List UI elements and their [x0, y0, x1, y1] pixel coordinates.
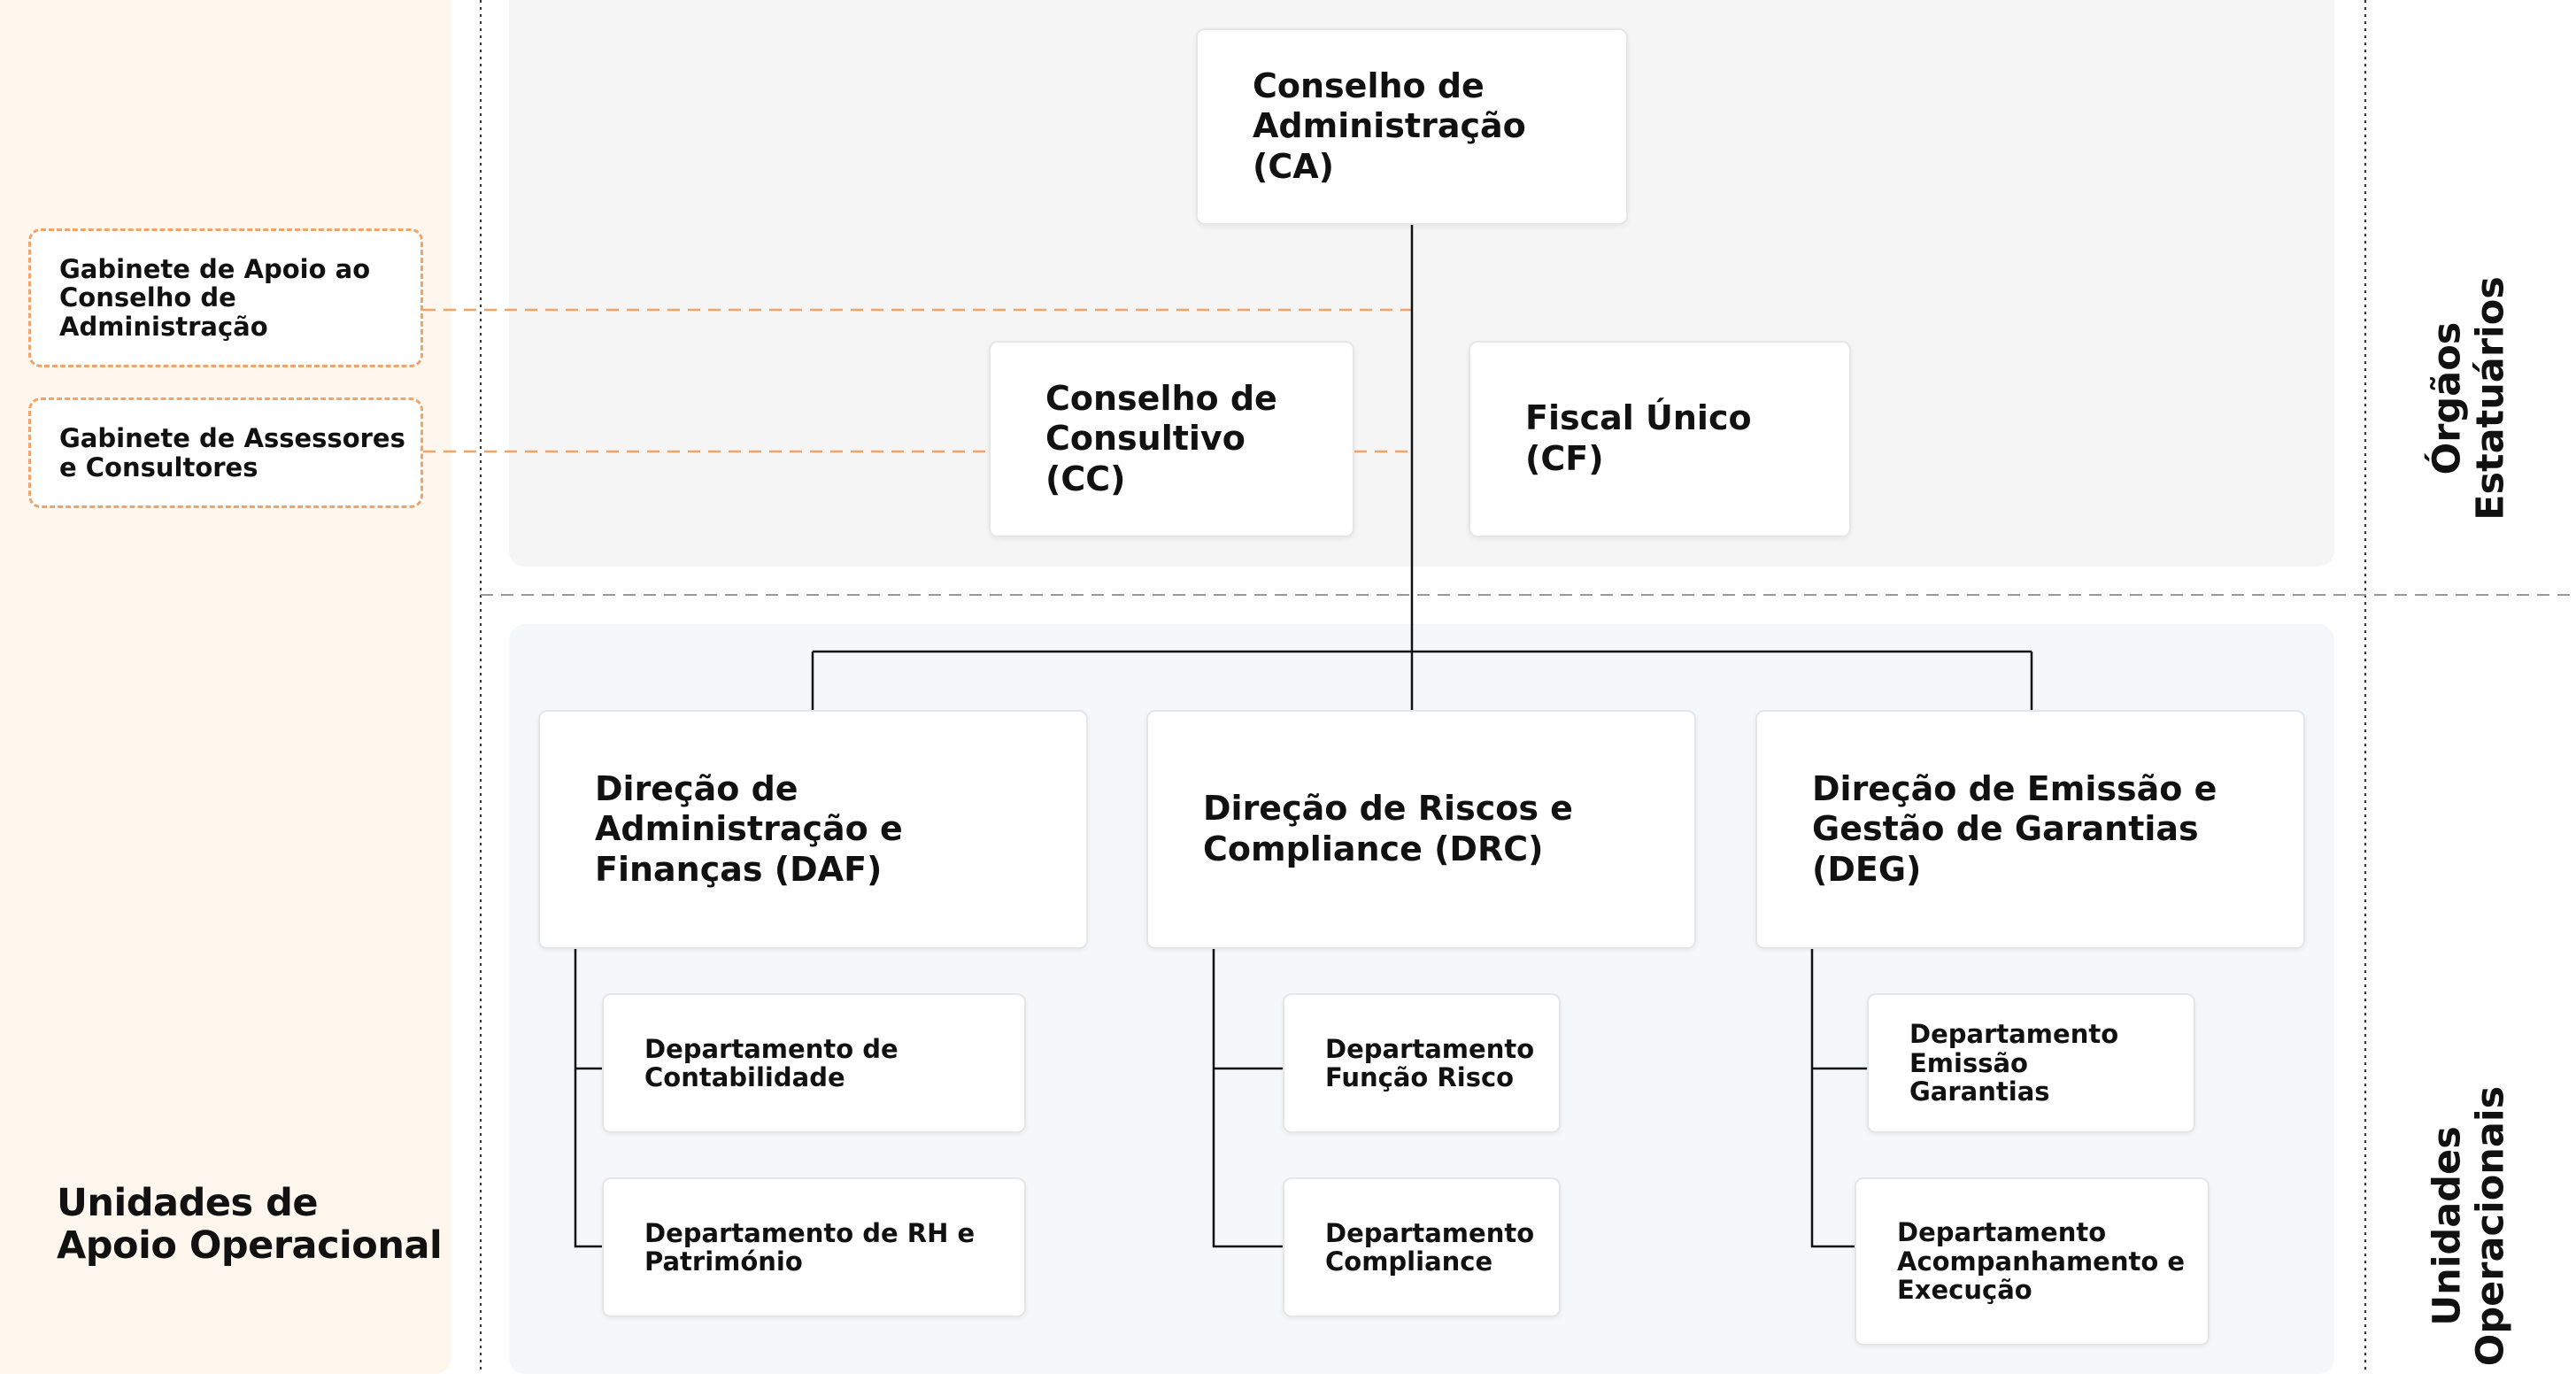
- advisory-council-label: Conselho de Consultivo (CC): [1045, 378, 1277, 498]
- dept-accounting-box: Departamento de Contabilidade: [602, 993, 1026, 1133]
- dept-hr-box: Departamento de RH e Património: [602, 1177, 1026, 1317]
- dept-guarantee-issuance-box: Departamento Emissão Garantias: [1867, 993, 2195, 1133]
- directorate-deg-box: Direção de Emissão e Gestão de Garantias…: [1755, 710, 2305, 949]
- dept-risk-box: Departamento Função Risco: [1283, 993, 1561, 1133]
- daf-dept-connector: [574, 949, 602, 1248]
- dept-hr-label: Departamento de RH e Património: [644, 1217, 976, 1277]
- sole-auditor-box: Fiscal Único (CF): [1469, 341, 1851, 537]
- dept-compliance-box: Departamento Compliance: [1283, 1177, 1561, 1317]
- drc-dept-connector: [1212, 949, 1283, 1248]
- directorate-daf-box: Direção de Administração e Finanças (DAF…: [538, 710, 1088, 949]
- support-units-heading: Unidades de Apoio Operacional: [57, 1181, 443, 1269]
- directorate-deg-label: Direção de Emissão e Gestão de Garantias…: [1812, 768, 2217, 889]
- statutory-bodies-label: Órgãos Estatuários: [2425, 276, 2513, 521]
- operational-units-label: Unidades Operacionais: [2425, 1085, 2513, 1367]
- dept-accounting-label: Departamento de Contabilidade: [644, 1033, 899, 1092]
- dept-compliance-label: Departamento Compliance: [1325, 1217, 1535, 1277]
- board-label: Conselho de Administração (CA): [1253, 66, 1526, 186]
- directorate-drc-label: Direção de Riscos e Compliance (DRC): [1203, 789, 1573, 868]
- advisors-office-box: Gabinete de Assessores e Consultores: [28, 397, 423, 508]
- board-box: Conselho de Administração (CA): [1196, 28, 1628, 225]
- board-office-label: Gabinete de Apoio ao Conselho de Adminis…: [59, 253, 371, 342]
- advisors-office-label: Gabinete de Assessores e Consultores: [59, 423, 405, 482]
- dept-guarantee-issuance-label: Departamento Emissão Garantias: [1909, 1019, 2119, 1107]
- deg-dept-connector: [1810, 949, 1855, 1248]
- advisory-council-box: Conselho de Consultivo (CC): [989, 341, 1354, 537]
- dept-monitoring-box: Departamento Acompanhamento e Execução: [1855, 1177, 2210, 1346]
- sole-auditor-label: Fiscal Único (CF): [1525, 398, 1752, 478]
- board-office-box: Gabinete de Apoio ao Conselho de Adminis…: [28, 228, 423, 367]
- dept-risk-label: Departamento Função Risco: [1325, 1033, 1535, 1092]
- directorate-daf-label: Direção de Administração e Finanças (DAF…: [595, 768, 903, 889]
- dept-monitoring-label: Departamento Acompanhamento e Execução: [1897, 1217, 2186, 1306]
- directorate-drc-box: Direção de Riscos e Compliance (DRC): [1146, 710, 1696, 949]
